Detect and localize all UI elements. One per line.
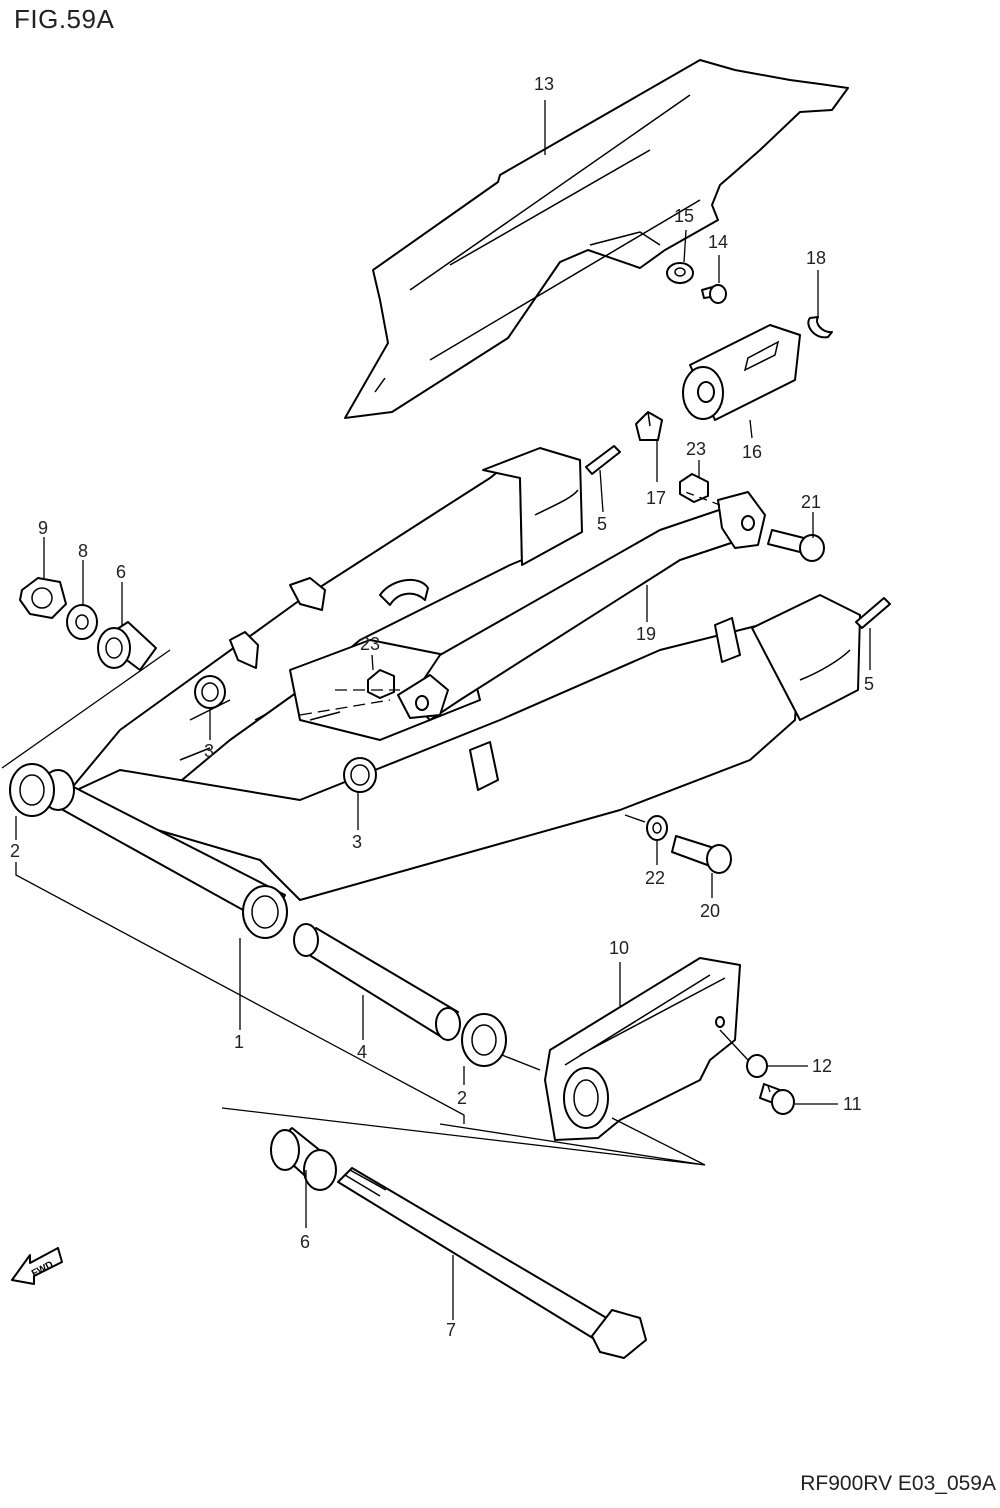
leader-lines (1, 100, 871, 1320)
fwd-arrow-icon: FWD (11, 1247, 63, 1285)
callout-5-right: 5 (864, 674, 874, 694)
callout-4: 4 (357, 1042, 367, 1062)
callout-18: 18 (806, 248, 826, 268)
chain-adjuster-part (682, 324, 801, 421)
bush-part (97, 621, 157, 671)
bolt-part (671, 835, 732, 874)
callout-11: 11 (843, 1094, 862, 1114)
callout-20: 20 (700, 901, 720, 921)
nut-part (679, 473, 709, 503)
clip-part (807, 316, 833, 339)
pivot-shaft-part (337, 1167, 647, 1359)
callout-3-right: 3 (352, 832, 362, 852)
callout-15: 15 (674, 206, 694, 226)
callout-23-top: 23 (686, 439, 706, 459)
callout-3-left: 3 (204, 741, 214, 761)
callout-23-mid: 23 (360, 634, 380, 654)
chain-cover-part (344, 59, 849, 419)
callout-2-right: 2 (457, 1088, 467, 1108)
nut-part (367, 669, 395, 699)
callout-22: 22 (645, 868, 665, 888)
callout-2-left: 2 (10, 841, 20, 861)
chain-guard-part (544, 957, 741, 1141)
bearing-part (9, 763, 55, 817)
grommet-part (666, 262, 694, 284)
callout-1: 1 (234, 1032, 244, 1052)
callout-16: 16 (742, 442, 762, 462)
callout-21: 21 (801, 492, 821, 512)
adjuster-stud-part (585, 445, 891, 629)
callout-7: 7 (446, 1320, 456, 1340)
callout-14: 14 (708, 232, 728, 252)
pivot-nut-part (19, 577, 67, 619)
figure-title: FIG.59A (14, 4, 115, 34)
spacer-part (293, 923, 461, 1041)
bolt-part (759, 1083, 795, 1115)
callout-8: 8 (78, 541, 88, 561)
collar-part (746, 1054, 768, 1078)
callout-10: 10 (609, 938, 629, 958)
callout-12: 12 (812, 1056, 832, 1076)
callout-9: 9 (38, 518, 48, 538)
callout-13: 13 (534, 74, 554, 94)
adjuster-bolt-part (635, 411, 663, 441)
cover-bolt-part (701, 284, 727, 304)
washer-part (646, 815, 668, 841)
callout-17: 17 (646, 488, 666, 508)
washer-part (66, 604, 98, 640)
callout-6-bottom: 6 (300, 1232, 310, 1252)
torque-link-part (397, 491, 766, 721)
figure-code: RF900RV E03_059A (800, 1472, 996, 1495)
bearing-part (461, 1013, 507, 1067)
needle-bearing-part (194, 675, 377, 793)
callout-5-top: 5 (597, 514, 607, 534)
callout-labels: 13 15 14 18 16 23 17 21 5 5 19 9 8 6 23 … (10, 74, 874, 1340)
callout-6-top: 6 (116, 562, 126, 582)
callout-19: 19 (636, 624, 656, 644)
torque-link-bolt-part (767, 529, 825, 562)
bush-part (270, 1127, 337, 1191)
